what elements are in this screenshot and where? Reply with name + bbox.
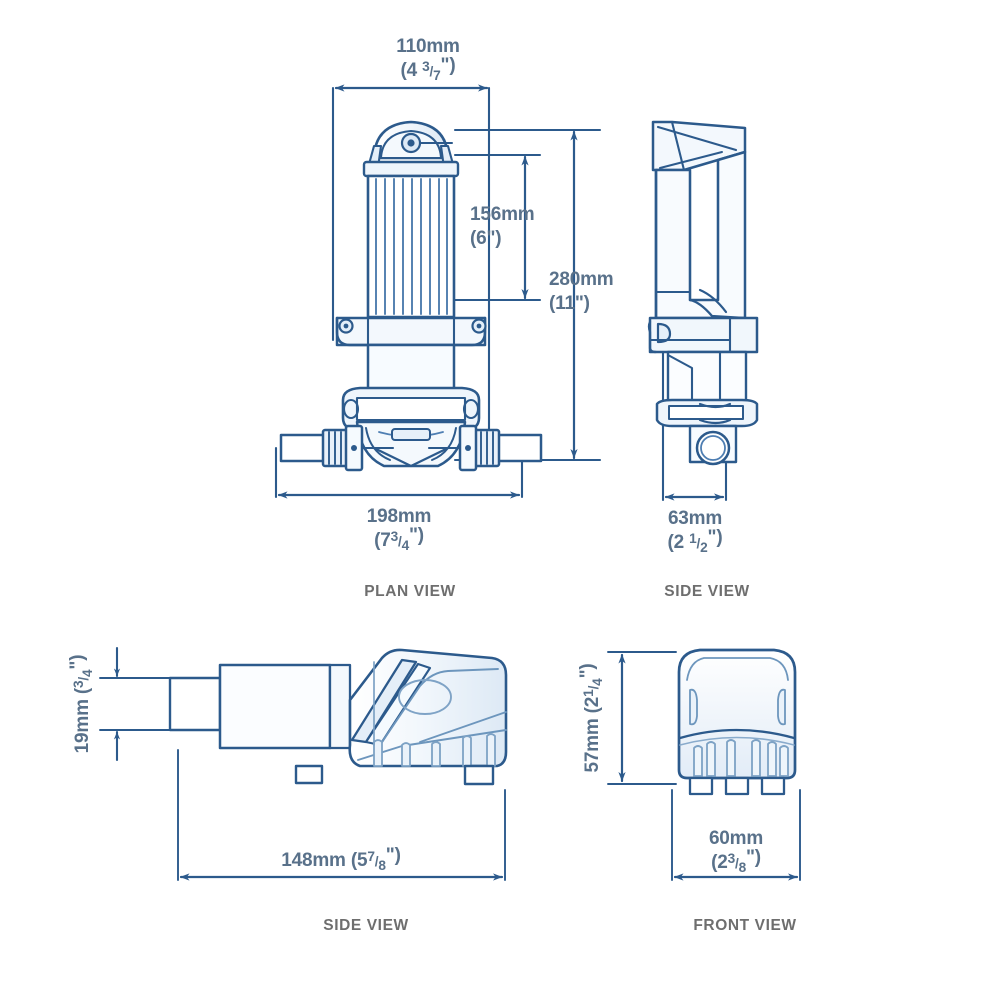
dim-label-198mm-inch: (73/4")	[374, 525, 424, 553]
dim-label-148mm: 148mm (57/8")	[281, 845, 400, 873]
dim-label-60mm-mm: 60mm	[709, 828, 763, 849]
front-view-extension-lines	[607, 651, 801, 881]
view-label-plan: PLAN VIEW	[364, 583, 456, 600]
inch-open: (2	[668, 532, 690, 553]
dim-label-57mm: 57mm (21/4")	[577, 663, 605, 772]
dim-label-19mm: 19mm (3/4")	[67, 655, 95, 754]
dim-label-63mm-mm: 63mm	[668, 508, 722, 529]
inch-tail: ")	[708, 527, 723, 548]
view-label-side-bottom: SIDE VIEW	[323, 917, 409, 934]
inch-open: (5	[351, 850, 368, 871]
inch-tail: ")	[577, 663, 598, 678]
inch-numerator: 3	[391, 529, 399, 544]
inch-numerator: 1	[689, 531, 697, 546]
plan-view-group: 110mm (4 3/7") 156mm (6") 280mm (11") 19…	[274, 36, 614, 600]
dim-label-110mm-mm: 110mm	[396, 36, 459, 57]
dim-label-63mm-inch: (2 1/2")	[668, 527, 723, 555]
dim-label-280mm-inch: (11")	[549, 293, 590, 314]
inch-denominator: 4	[80, 669, 95, 677]
side-view-bottom-pump-drawing	[168, 648, 508, 786]
inch-tail: ")	[409, 525, 424, 546]
dim-label-156mm-mm: 156mm	[470, 204, 535, 225]
dim-label-60mm-inch: (23/8")	[711, 847, 761, 875]
dim-label-280mm-mm: 280mm	[549, 269, 614, 290]
inch-denominator: 8	[378, 858, 386, 873]
inch-denominator: 4	[402, 538, 410, 553]
inch-denominator: 8	[739, 860, 747, 875]
inch-denominator: 7	[433, 68, 440, 83]
view-label-side-top: SIDE VIEW	[664, 583, 750, 600]
inch-tail: ")	[441, 55, 456, 76]
inch-numerator: 3	[422, 59, 430, 74]
dim-label-156mm-inch: (6")	[470, 228, 501, 249]
inch-tail: ")	[67, 655, 88, 670]
side-view-top-pump-drawing	[647, 120, 759, 466]
inch-numerator: 3	[728, 851, 736, 866]
inch-open: (2	[711, 852, 728, 873]
inch-denominator: 4	[590, 678, 605, 686]
plan-view-pump-drawing	[279, 120, 543, 472]
inch-denominator: 2	[700, 540, 708, 555]
view-label-front: FRONT VIEW	[693, 917, 796, 934]
inch-numerator: 7	[367, 849, 374, 864]
inch-open: (2	[582, 697, 603, 714]
inch-open: (	[72, 687, 93, 694]
front-view-group: 57mm (21/4") 60mm (23/8")	[577, 648, 801, 934]
front-view-pump-drawing	[677, 648, 797, 796]
inch-tail: ")	[746, 847, 761, 868]
side-view-top-group: 63mm (2 1/2")	[647, 120, 759, 600]
dim-label-110mm-inch: (4 3/7")	[401, 55, 456, 83]
side-view-bottom-group: 19mm (3/4") 148mm (57/8")	[67, 646, 508, 934]
inch-numerator: 3	[71, 680, 86, 688]
inch-numerator: 1	[581, 689, 596, 697]
inch-open: (4	[401, 60, 423, 81]
dim-label-198mm-mm: 198mm	[367, 506, 432, 527]
inch-tail: ")	[386, 845, 401, 866]
side-view-bottom-extension-lines	[99, 677, 506, 881]
inch-open: (7	[374, 530, 391, 551]
